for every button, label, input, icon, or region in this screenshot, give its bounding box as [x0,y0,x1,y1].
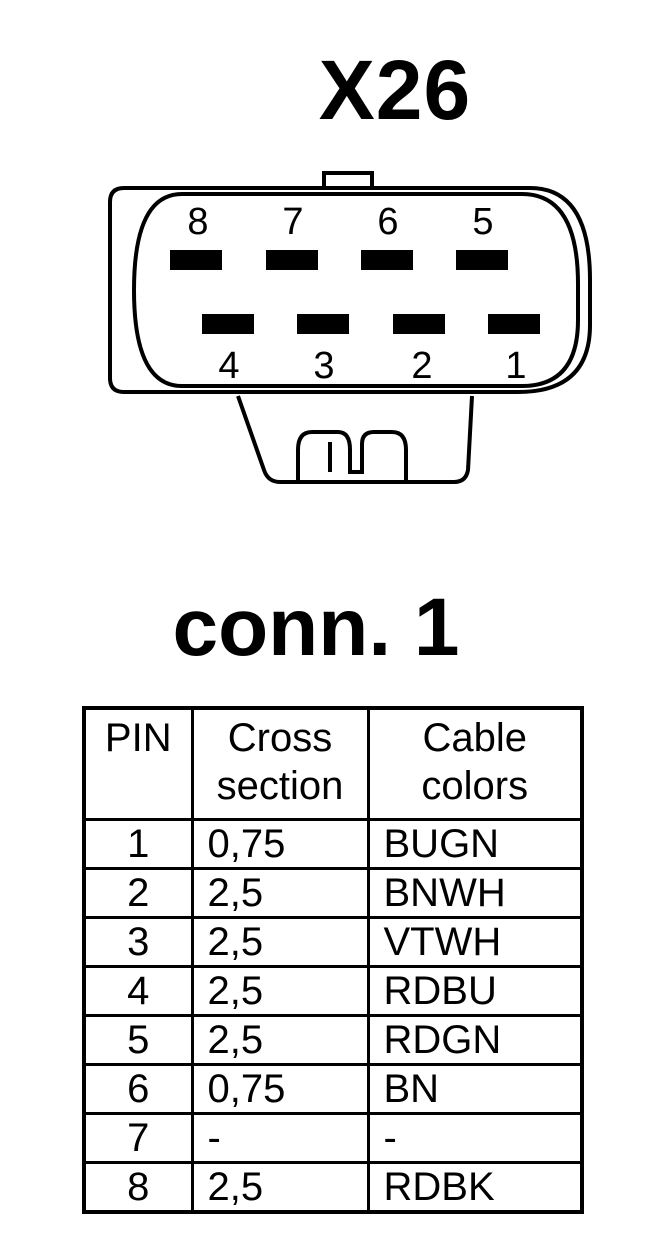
table-cell-cross-section: 2,5 [190,867,370,919]
table-cell-cross-section: - [190,1112,370,1164]
table-cell-cross-section: 0,75 [190,1063,370,1115]
connector-latch-slot [296,430,408,482]
connector-key-tab [322,171,374,190]
pin-label-5: 5 [472,201,493,243]
table-cell-cable-color: RDBK [366,1161,584,1214]
table-cell-cross-section: 2,5 [190,1161,370,1214]
header-cross-section: Cross section [190,706,370,821]
table-cell-cross-section: 2,5 [190,1014,370,1066]
pin-label-7: 7 [282,201,303,243]
pin-label-6: 6 [377,201,398,243]
table-cell-cable-color: BUGN [366,818,584,870]
table-cell-cable-color: BNWH [366,867,584,919]
table-cell-pin: 3 [82,916,194,968]
connector-title: X26 [318,43,472,137]
table-cell-pin: 1 [82,818,194,870]
table-header-row: PIN Cross section Cable colors [82,706,584,821]
table-cell-pin: 2 [82,867,194,919]
pin-contact-8 [170,250,222,270]
pin-contact-2 [393,314,445,334]
connector-diagram: 8 7 6 5 4 3 2 1 [108,171,592,484]
header-cable-colors: Cable colors [366,706,584,821]
pin-contact-5 [456,250,508,270]
pin-contacts [170,250,540,334]
table-cell-pin: 6 [82,1063,194,1115]
section-title: conn. 1 [172,582,460,673]
table-cell-cable-color: RDGN [366,1014,584,1066]
connector-face [131,192,580,388]
table-cell-pin: 4 [82,965,194,1017]
connector-latch [236,395,474,484]
pin-contact-4 [202,314,254,334]
pin-contact-6 [361,250,413,270]
table-cell-cross-section: 2,5 [190,916,370,968]
pin-label-1: 1 [505,345,526,387]
header-cable-colors-line-2: colors [421,764,529,808]
pin-contact-7 [266,250,318,270]
table-cell-cross-section: 2,5 [190,965,370,1017]
header-pin-line: PIN [104,716,172,760]
table-cell-cable-color: RDBU [366,965,584,1017]
pin-label-4: 4 [218,345,239,387]
header-pin: PIN [82,706,194,821]
pin-label-8: 8 [187,201,208,243]
table-row: 7-- [82,1112,584,1164]
pin-contact-1 [488,314,540,334]
pin-label-2: 2 [411,345,432,387]
table-cell-pin: 7 [82,1112,194,1164]
table-cell-pin: 5 [82,1014,194,1066]
table-cell-pin: 8 [82,1161,194,1214]
header-cross-section-line-1: Cross [227,716,333,760]
header-cross-section-line-2: section [216,764,344,808]
table-cell-cable-color: BN [366,1063,584,1115]
table-cell-cross-section: 0,75 [190,818,370,870]
pin-contact-3 [297,314,349,334]
table-cell-cable-color: - [366,1112,584,1164]
header-cable-colors-line-1: Cable [422,716,527,760]
pin-label-3: 3 [313,345,334,387]
table-cell-cable-color: VTWH [366,916,584,968]
